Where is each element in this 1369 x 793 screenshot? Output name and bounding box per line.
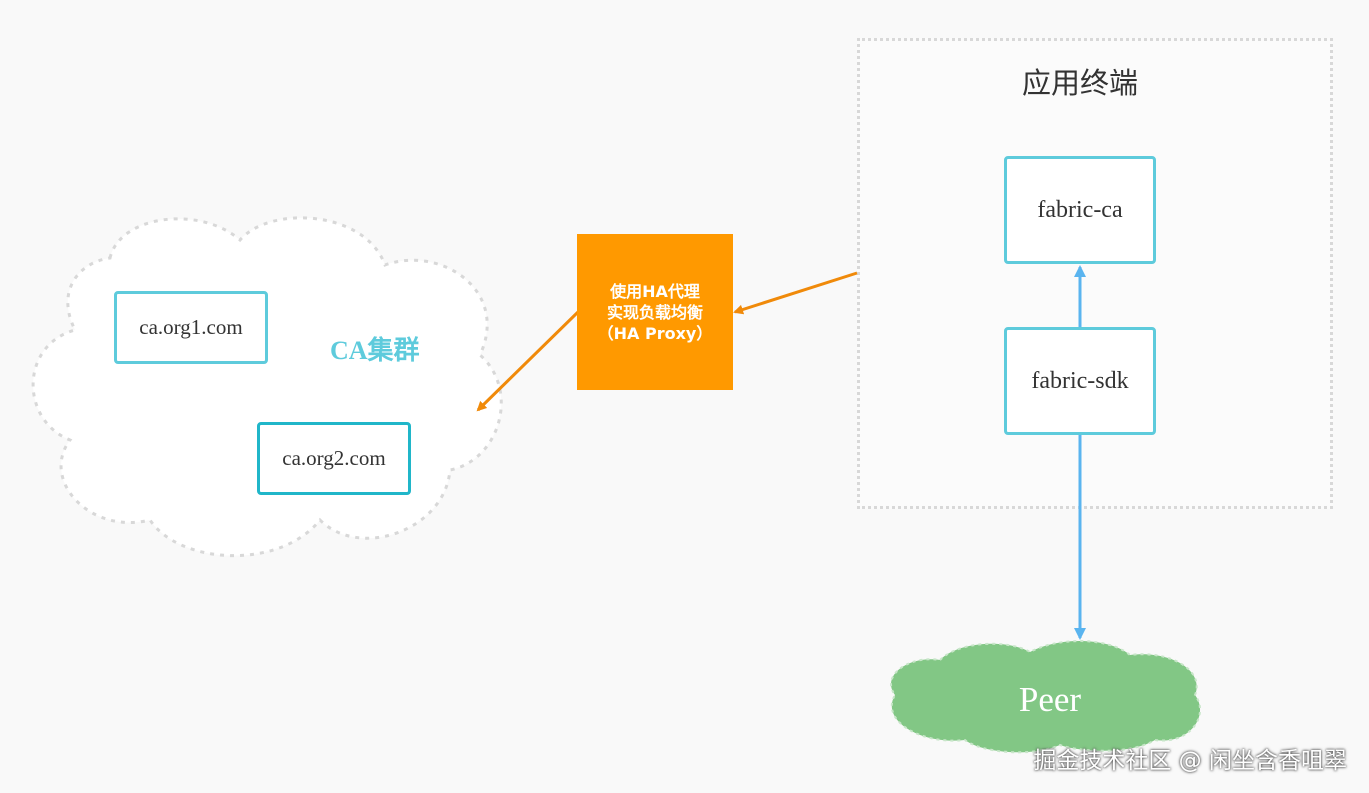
peer-label: Peer	[1018, 680, 1082, 719]
fabric-ca-node: fabric-ca	[1004, 156, 1156, 264]
proxy-line-1: 使用HA代理	[610, 281, 700, 301]
arrow-app-to-proxy	[733, 271, 858, 315]
fabric-sdk-node: fabric-sdk	[1004, 327, 1156, 435]
ca-org1-label: ca.org1.com	[139, 315, 243, 339]
ha-proxy-box: 使用HA代理 实现负载均衡 （HA Proxy）	[577, 234, 733, 390]
arrow-proxy-to-ca-cluster	[476, 310, 580, 412]
proxy-line-3: （HA Proxy）	[597, 323, 713, 343]
fabric-ca-label: fabric-ca	[1037, 196, 1123, 223]
ca-org2-node: ca.org2.com	[257, 422, 411, 495]
ca-org1-node: ca.org1.com	[114, 291, 268, 364]
proxy-line-2: 实现负载均衡	[606, 302, 703, 322]
ca-org2-label: ca.org2.com	[282, 446, 386, 470]
fabric-sdk-label: fabric-sdk	[1031, 367, 1129, 394]
ca-cluster-label: CA集群	[330, 336, 420, 365]
watermark: 掘金技术社区 @ 闲坐含香咀翠	[1033, 748, 1347, 774]
app-terminal-title: 应用终端	[1021, 66, 1138, 100]
